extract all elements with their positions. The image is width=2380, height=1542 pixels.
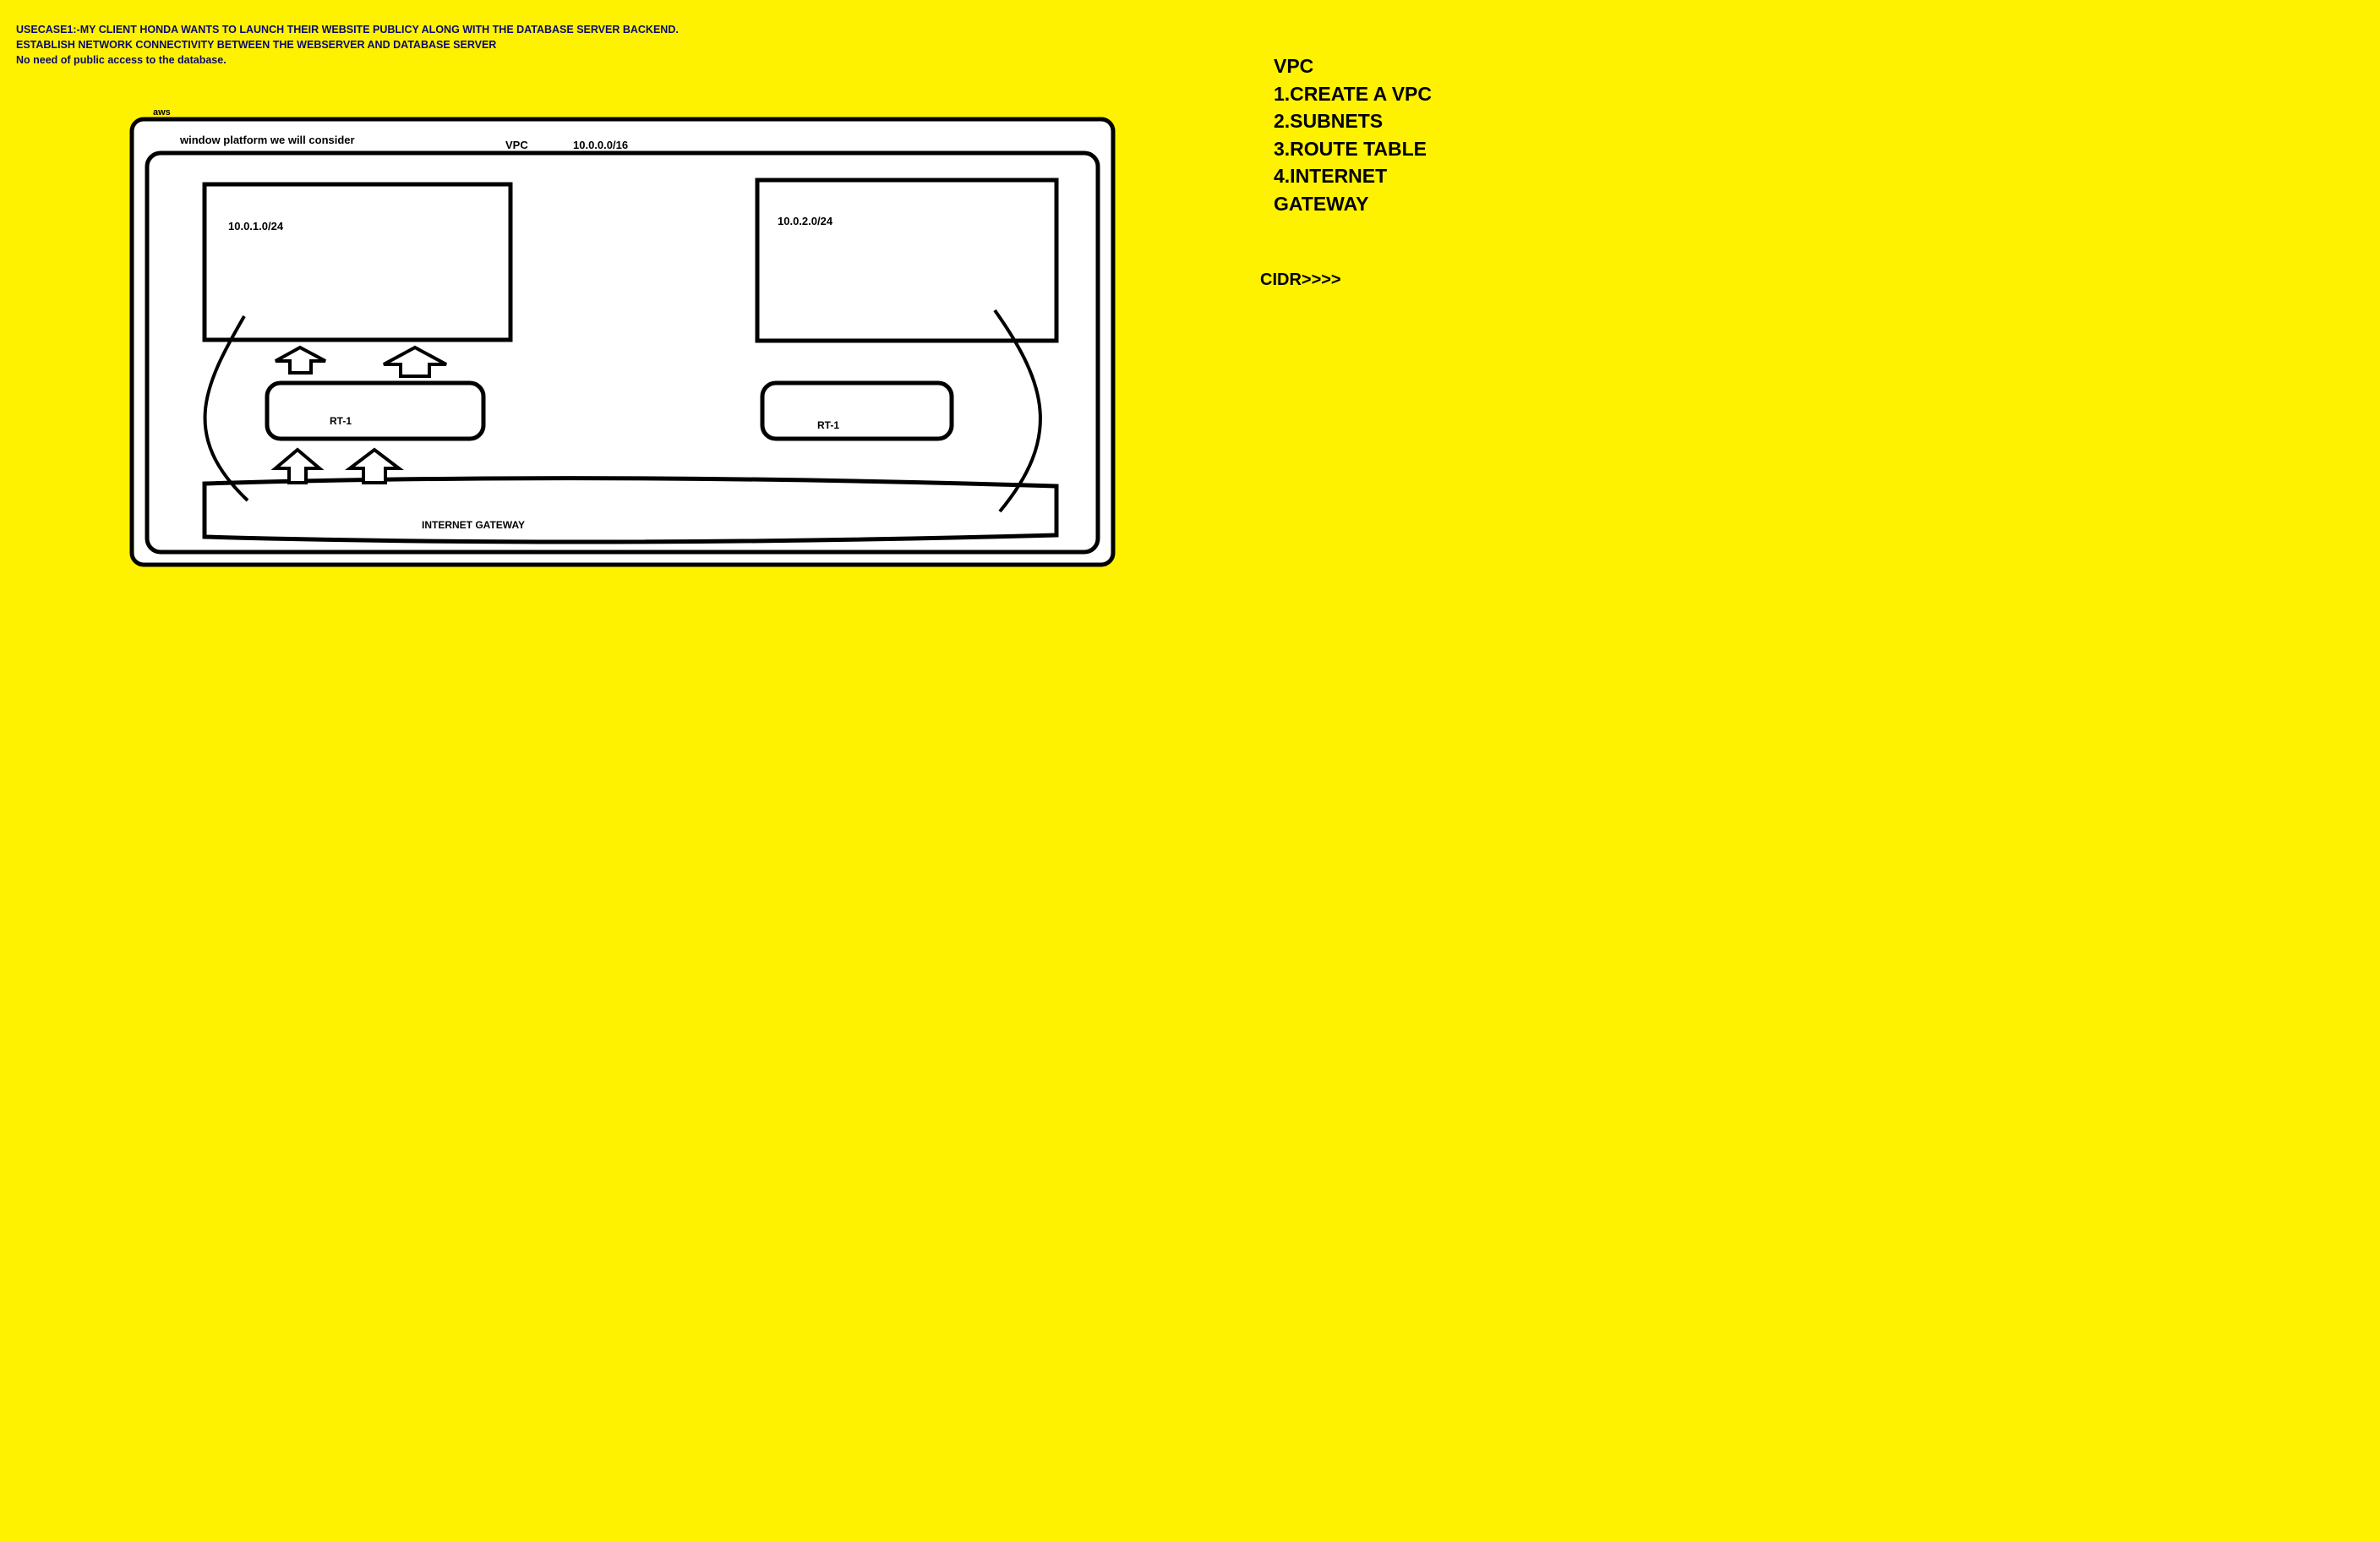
route-table-1-box — [265, 380, 486, 441]
subnet-1-cidr-label: 10.0.1.0/24 — [228, 220, 284, 232]
usecase-text-block: USECASE1:-MY CLIENT HONDA WANTS TO LAUNC… — [16, 22, 679, 68]
connector-line-left — [203, 314, 249, 502]
usecase-line-1: USECASE1:-MY CLIENT HONDA WANTS TO LAUNC… — [16, 24, 679, 36]
usecase-line-2: ESTABLISH NETWORK CONNECTIVITY BETWEEN T… — [16, 39, 497, 51]
subnet-2-box — [755, 178, 1059, 343]
platform-label: window platform we will consider — [180, 134, 355, 146]
internet-gateway-shape — [202, 476, 1059, 544]
steps-title: VPC — [1274, 55, 1314, 77]
step-2: 2.SUBNETS — [1274, 110, 1384, 132]
arrow-up-icon — [270, 447, 325, 484]
route-table-2-label: RT-1 — [817, 419, 840, 431]
route-table-1-label: RT-1 — [330, 415, 352, 427]
connector-line-right — [993, 309, 1042, 513]
arrow-up-icon — [383, 345, 447, 378]
internet-gateway-label: INTERNET GATEWAY — [422, 519, 526, 531]
aws-label: aws — [153, 107, 171, 118]
arrow-up-icon — [275, 345, 326, 375]
arrow-up-icon — [345, 447, 404, 484]
usecase-line-3: No need of public access to the database… — [16, 54, 227, 66]
step-4-line-2: GATEWAY — [1274, 192, 1369, 215]
step-3: 3.ROUTE TABLE — [1274, 137, 1427, 160]
vpc-label: VPC — [505, 139, 528, 151]
subnet-1-box — [202, 182, 513, 342]
cidr-note: CIDR>>>> — [1260, 271, 1341, 289]
vpc-cidr-label: 10.0.0.0/16 — [573, 139, 629, 151]
step-1: 1.CREATE A VPC — [1274, 82, 1433, 105]
vpc-steps-list: VPC 1.CREATE A VPC 2.SUBNETS 3.ROUTE TAB… — [1274, 52, 1432, 217]
subnet-2-cidr-label: 10.0.2.0/24 — [778, 215, 833, 227]
route-table-2-box — [760, 380, 954, 441]
step-4-line-1: 4.INTERNET — [1274, 165, 1388, 187]
